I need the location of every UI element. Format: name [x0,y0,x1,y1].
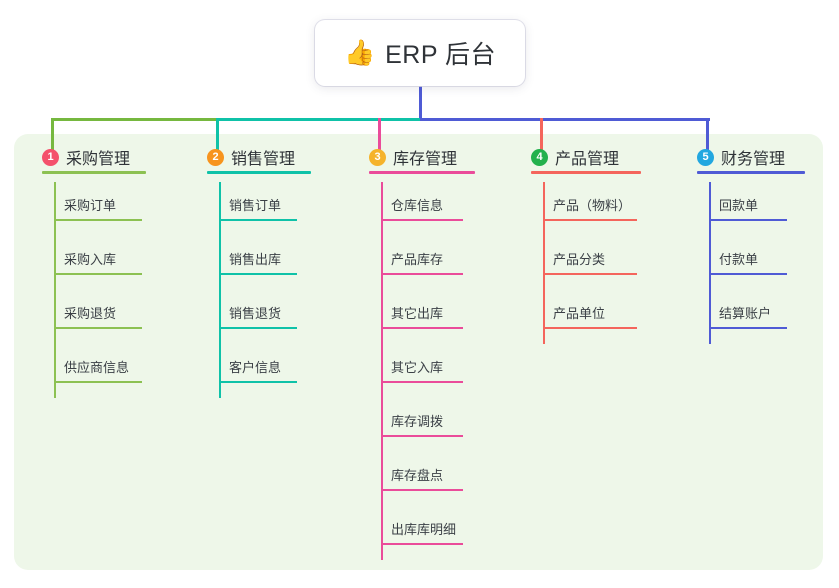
leaf-node-label: 销售订单 [229,198,282,213]
thumbs-up-icon: 👍 [343,38,376,67]
column-spine-4 [543,182,545,344]
leaf-node-label: 库存盘点 [391,468,444,483]
leaf-node-rule [54,273,142,275]
leaf-node-label: 销售出库 [229,252,282,267]
leaf-node-label: 供应商信息 [64,360,130,375]
column-badge-1: 1 [42,148,59,166]
column-badge-2: 2 [207,148,224,166]
leaf-node-rule [543,273,637,275]
leaf-node-label: 仓库信息 [391,198,444,213]
column-spine-3 [381,182,383,560]
trunk-segment-green [52,118,217,121]
leaf-node-rule [709,327,787,329]
leaf-node-label: 出库库明细 [391,522,457,537]
column-spine-5 [709,182,711,344]
leaf-node-rule [381,381,463,383]
leaf-node-rule [709,219,787,221]
leaf-node-rule [381,273,463,275]
column-header-rule-2 [207,171,311,174]
column-drop-line-1 [50,118,54,158]
leaf-node-label: 销售退货 [229,306,282,321]
leaf-node-label: 其它出库 [391,306,444,321]
column-title-1: 采购管理 [66,151,131,168]
column-header-1[interactable]: 1 采购管理 [42,145,130,169]
leaf-node-label: 采购订单 [64,198,117,213]
leaf-node-rule [381,327,463,329]
leaf-node-label: 其它入库 [391,360,444,375]
leaf-node-label: 产品（物料） [553,198,632,213]
leaf-node-rule [219,219,297,221]
column-title-5: 财务管理 [721,151,786,168]
column-header-4[interactable]: 4 产品管理 [531,145,619,169]
trunk-segment-indigo [420,118,710,121]
column-drop-line-2 [215,118,219,158]
column-spine-2 [219,182,221,398]
column-drop-line-5 [705,118,709,158]
column-header-rule-1 [42,171,146,174]
leaf-node-label: 库存调拨 [391,414,444,429]
leaf-node-label: 采购入库 [64,252,117,267]
leaf-node-label: 客户信息 [229,360,282,375]
column-drop-line-3 [377,118,381,158]
leaf-node-rule [219,327,297,329]
column-drop-line-4 [539,118,543,158]
column-spine-1 [54,182,56,398]
leaf-node-label: 产品分类 [553,252,606,267]
column-title-4: 产品管理 [555,151,620,168]
leaf-node-rule [54,219,142,221]
leaf-node-label: 产品库存 [391,252,444,267]
leaf-node-label: 结算账户 [719,306,772,321]
column-title-2: 销售管理 [231,151,296,168]
leaf-node-rule [381,543,463,545]
column-header-5[interactable]: 5 财务管理 [697,145,785,169]
column-header-rule-4 [531,171,641,174]
leaf-node-rule [381,219,463,221]
leaf-node-rule [543,327,637,329]
leaf-node-rule [219,273,297,275]
column-title-3: 库存管理 [393,151,458,168]
leaf-node-rule [54,381,142,383]
column-badge-3: 3 [369,148,386,166]
column-badge-4: 4 [531,148,548,166]
leaf-node-rule [219,381,297,383]
diagram-panel [14,134,823,570]
leaf-node-rule [543,219,637,221]
root-stem-line [418,86,422,121]
column-header-3[interactable]: 3 库存管理 [369,145,457,169]
column-header-rule-3 [369,171,475,174]
leaf-node-label: 产品单位 [553,306,606,321]
leaf-node-rule [709,273,787,275]
leaf-node-rule [381,435,463,437]
root-node-card[interactable]: 👍 ERP 后台 [315,20,525,86]
column-header-2[interactable]: 2 销售管理 [207,145,295,169]
leaf-node-label: 付款单 [719,252,759,267]
leaf-node-label: 回款单 [719,198,759,213]
root-node-title: ERP 后台 [385,41,497,69]
leaf-node-rule [381,489,463,491]
trunk-segment-teal [217,118,422,121]
leaf-node-rule [54,327,142,329]
column-header-rule-5 [697,171,805,174]
root-node-content: 👍 ERP 后台 [344,35,496,71]
column-badge-5: 5 [697,148,714,166]
leaf-node-label: 采购退货 [64,306,117,321]
